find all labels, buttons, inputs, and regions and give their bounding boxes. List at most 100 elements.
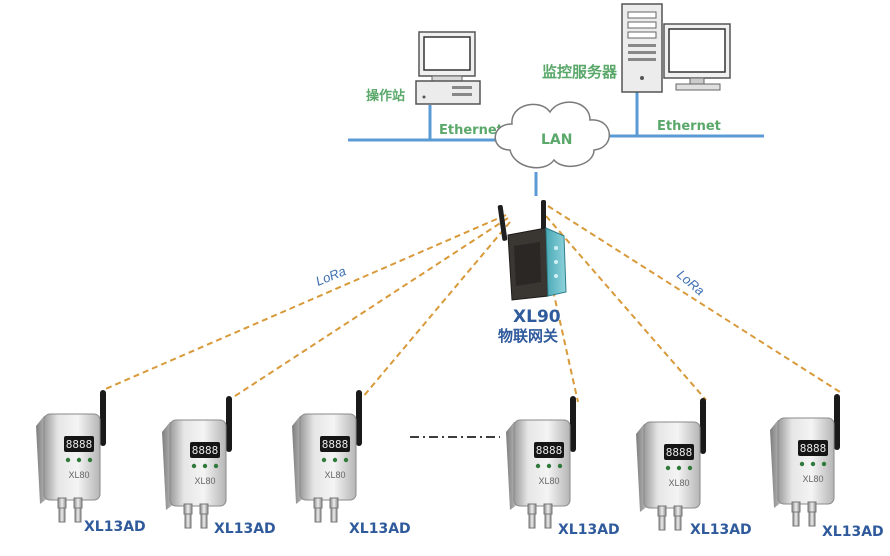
device-brand: XL80 xyxy=(668,478,689,488)
server-tower-icon xyxy=(621,3,663,93)
pressure-port xyxy=(314,507,322,523)
monitoring-server xyxy=(621,3,731,93)
lora-link xyxy=(545,215,707,401)
device-model-label: XL13AD xyxy=(558,522,620,538)
device-button xyxy=(687,465,693,471)
pressure-port xyxy=(544,513,552,529)
sensor-devices: 8888XL80XL13AD8888XL80XL13AD8888XL80XL13… xyxy=(36,390,884,540)
gateway-model-label: XL90 xyxy=(513,307,561,327)
device-button xyxy=(821,461,827,467)
pressure-fitting xyxy=(543,503,553,515)
device-body xyxy=(43,413,101,501)
device-button xyxy=(343,457,349,463)
device-brand: XL80 xyxy=(68,470,89,480)
lora-right-label: LoRa xyxy=(674,267,707,298)
pressure-port xyxy=(184,513,192,529)
monitor-icon xyxy=(663,23,731,91)
desktop-computer-icon xyxy=(415,31,481,105)
ethernet-left-label: Ethernet xyxy=(439,123,503,138)
lora-links xyxy=(102,205,841,403)
pressure-fitting xyxy=(199,503,209,515)
device-model-label: XL13AD xyxy=(84,519,146,535)
workstation-computer xyxy=(415,31,481,105)
pressure-fitting xyxy=(673,505,683,517)
display-reading: 8888 xyxy=(322,438,349,451)
device-button xyxy=(76,457,82,463)
pressure-port xyxy=(330,507,338,523)
gateway-name-label: 物联网关 xyxy=(498,327,558,345)
pressure-fitting xyxy=(57,497,67,509)
device-body xyxy=(169,419,227,507)
device-display xyxy=(534,442,564,458)
ethernet-right-label: Ethernet xyxy=(657,119,721,134)
antenna xyxy=(100,390,106,446)
device-button xyxy=(202,463,208,469)
antenna xyxy=(700,398,706,454)
device-button xyxy=(810,461,816,467)
antenna xyxy=(356,390,362,446)
antenna xyxy=(226,396,232,452)
lan-cloud-icon xyxy=(494,101,611,169)
device-button xyxy=(321,457,327,463)
device-body xyxy=(643,421,701,509)
device-button xyxy=(557,463,563,469)
device-brand: XL80 xyxy=(538,476,559,486)
server-label: 监控服务器 xyxy=(542,63,618,81)
pressure-fitting xyxy=(807,501,817,513)
display-reading: 8888 xyxy=(800,442,827,455)
device-body xyxy=(777,417,835,505)
device-display xyxy=(664,444,694,460)
workstation-label: 操作站 xyxy=(366,88,405,104)
pressure-port xyxy=(528,513,536,529)
lora-link xyxy=(539,231,579,403)
device-display xyxy=(190,442,220,458)
device-button xyxy=(191,463,197,469)
gateway-router-icon xyxy=(497,200,567,301)
device-button xyxy=(87,457,93,463)
display-reading: 8888 xyxy=(536,444,563,457)
pressure-port xyxy=(58,507,66,523)
antenna xyxy=(570,396,576,452)
device-model-label: XL13AD xyxy=(822,524,884,540)
pressure-fitting xyxy=(527,503,537,515)
pressure-fitting xyxy=(791,501,801,513)
pressure-fitting xyxy=(313,497,323,509)
pressure-port xyxy=(200,513,208,529)
display-reading: 8888 xyxy=(192,444,219,457)
device-display xyxy=(64,436,94,452)
device-button xyxy=(65,457,71,463)
pressure-port xyxy=(658,515,666,531)
device-brand: XL80 xyxy=(802,474,823,484)
device-button xyxy=(546,463,552,469)
display-reading: 8888 xyxy=(666,446,693,459)
pressure-port xyxy=(74,507,82,523)
antenna xyxy=(834,394,840,450)
device-button xyxy=(676,465,682,471)
device-model-label: XL13AD xyxy=(214,521,276,537)
pressure-port xyxy=(674,515,682,531)
device-brand: XL80 xyxy=(324,470,345,480)
lora-link xyxy=(547,205,841,393)
device-body xyxy=(299,413,357,501)
display-reading: 8888 xyxy=(66,438,93,451)
device-brand: XL80 xyxy=(194,476,215,486)
device-display xyxy=(798,440,828,456)
lora-left-label: LoRa xyxy=(314,263,348,289)
ethernet-backbone xyxy=(348,90,764,196)
device-button xyxy=(665,465,671,471)
pressure-port xyxy=(808,511,816,527)
pressure-fitting xyxy=(657,505,667,517)
lan-label: LAN xyxy=(541,132,572,148)
device-model-label: XL13AD xyxy=(690,522,752,538)
device-model-label: XL13AD xyxy=(349,521,411,537)
device-button xyxy=(213,463,219,469)
device-button xyxy=(799,461,805,467)
lora-link xyxy=(231,217,509,399)
